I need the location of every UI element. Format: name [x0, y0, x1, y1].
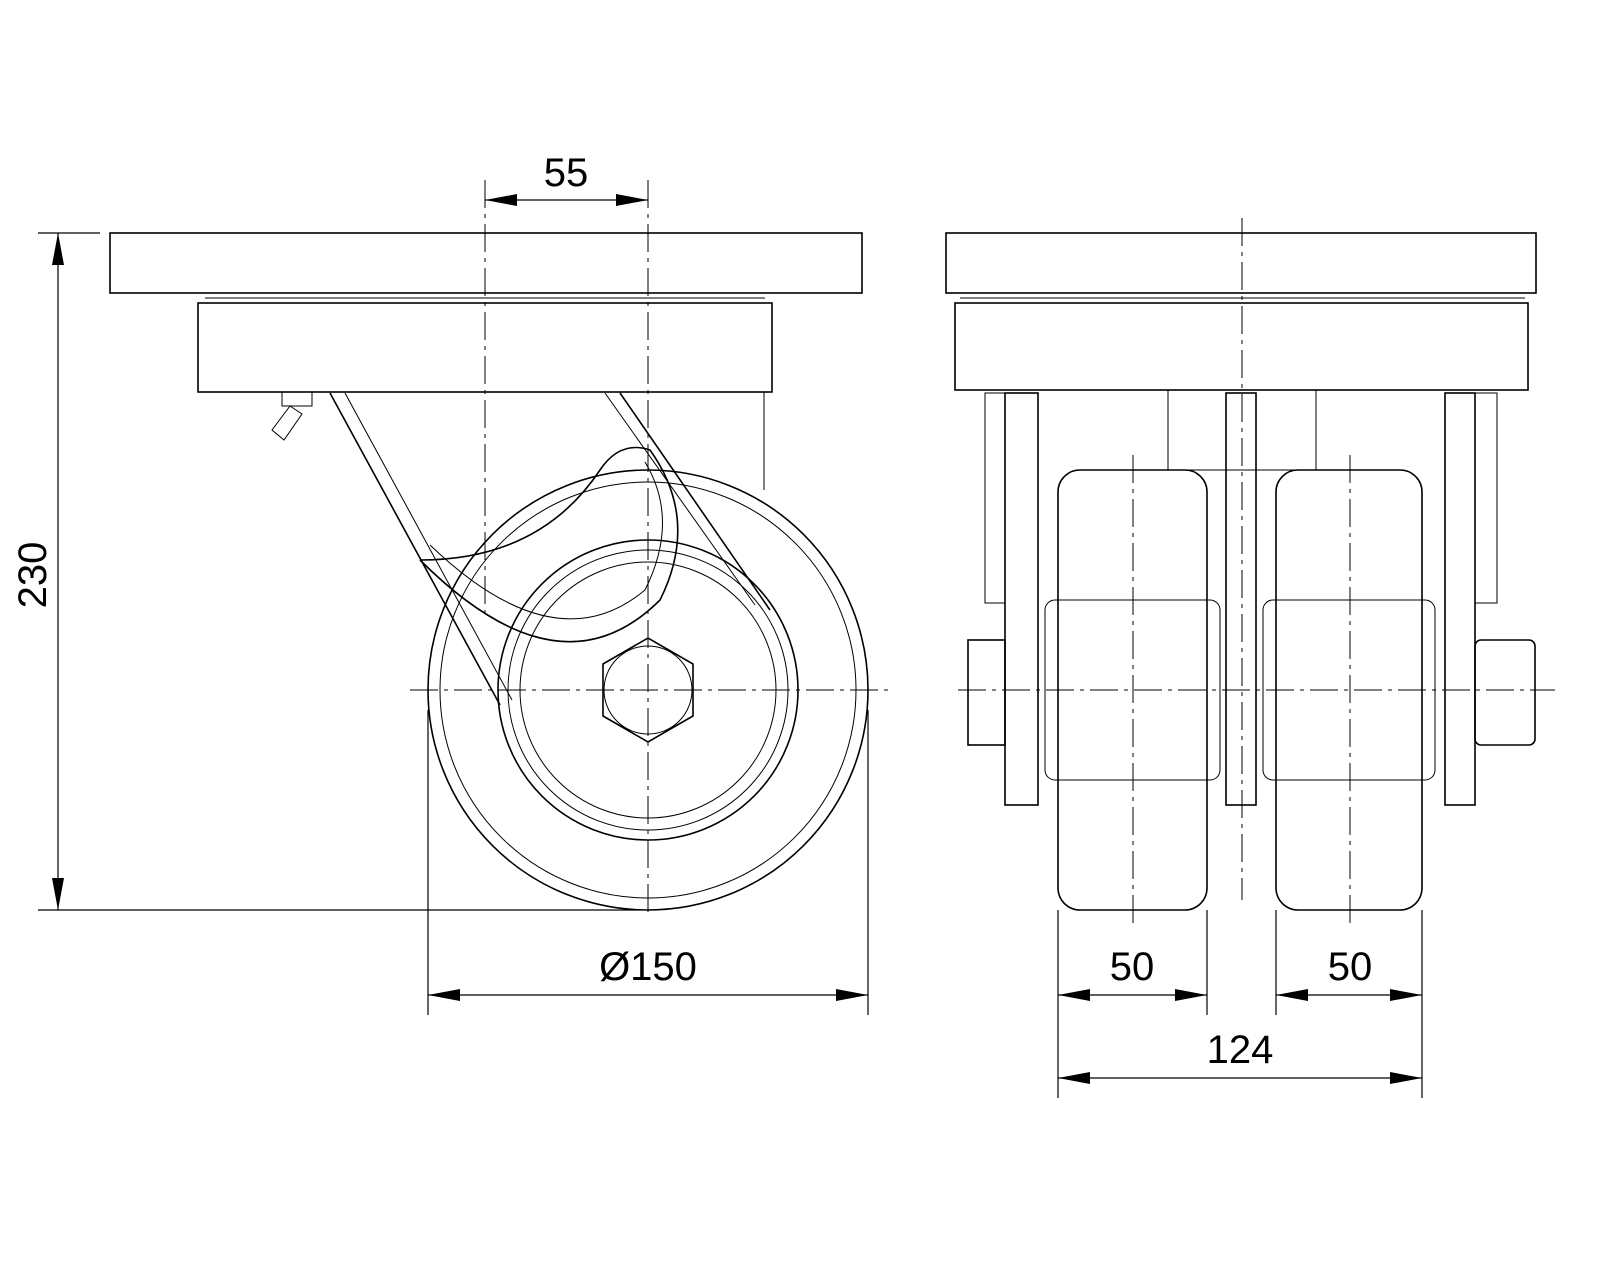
top-plate-front — [945, 232, 1537, 294]
fork-plate-right — [1444, 392, 1476, 806]
dimension-label-height: 230 — [11, 542, 55, 609]
dimension-label-overall-width: 124 — [1207, 1028, 1274, 1072]
grease-nipple — [271, 391, 313, 441]
dimension-label-diameter: Ø150 — [599, 945, 697, 989]
front-view — [945, 218, 1555, 925]
dimension-label-offset: 55 — [544, 151, 589, 195]
axle-nut-front — [1474, 639, 1536, 746]
dimension-offset: 55 — [485, 151, 648, 206]
side-view — [109, 180, 888, 915]
dimension-height: 230 — [11, 232, 640, 911]
top-plate — [109, 232, 863, 294]
dimension-wheel-widths: 50 50 124 — [1057, 910, 1423, 1098]
dimension-diameter: Ø150 — [427, 710, 869, 1015]
fork-plate-left — [1004, 392, 1039, 806]
fork-arm — [329, 392, 771, 706]
dimension-label-width-right: 50 — [1328, 945, 1373, 989]
center-plate — [1225, 392, 1257, 806]
bolt-head — [967, 639, 1006, 746]
dimension-label-width-left: 50 — [1110, 945, 1155, 989]
